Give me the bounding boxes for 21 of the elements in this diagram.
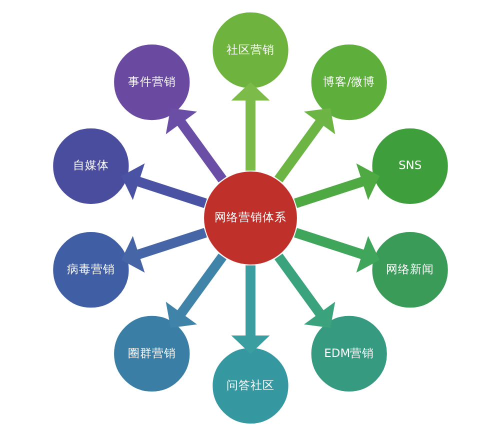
node-circle: 圈群营销 bbox=[112, 314, 191, 394]
arrow bbox=[274, 254, 335, 328]
node-circle: SNS bbox=[370, 126, 450, 206]
arrow bbox=[230, 265, 270, 354]
arrow bbox=[294, 228, 380, 273]
node-circle: EDM营销 bbox=[309, 314, 388, 394]
arrow bbox=[274, 108, 335, 182]
node-circle: 社区营销 bbox=[210, 10, 290, 90]
node-circle: 问答社区 bbox=[210, 346, 290, 426]
arrow bbox=[120, 228, 206, 273]
node-circle: 博客/微博 bbox=[309, 42, 388, 122]
node-circle: 病毒营销 bbox=[50, 230, 130, 310]
arrow bbox=[165, 108, 226, 182]
arrow bbox=[230, 82, 270, 171]
node-circle: 网络新闻 bbox=[370, 230, 450, 310]
node-circle: 事件营销 bbox=[112, 42, 191, 122]
arrow bbox=[165, 254, 226, 328]
node-circle: 网络营销体系 bbox=[202, 170, 298, 266]
arrow bbox=[294, 163, 380, 208]
arrow bbox=[120, 163, 206, 208]
node-circle: 自媒体 bbox=[50, 126, 130, 206]
